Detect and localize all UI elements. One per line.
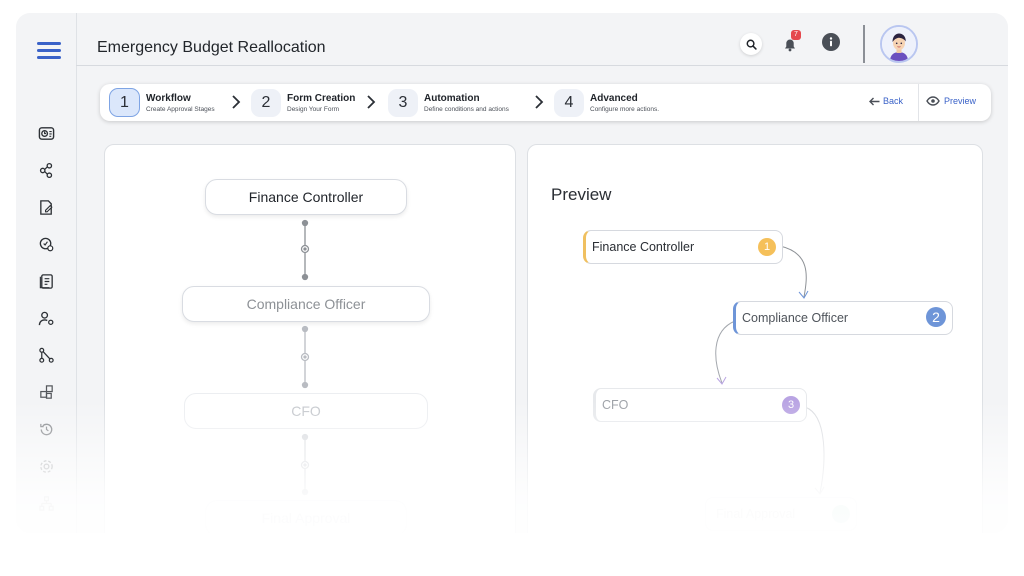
stage-card[interactable]: Final Approval	[205, 500, 407, 533]
bell-icon[interactable]: 7	[779, 30, 801, 55]
info-icon[interactable]	[822, 33, 840, 51]
step-form-creation[interactable]: 2 Form Creation Design Your Form	[251, 84, 355, 121]
step-subtitle: Define conditions and actions	[424, 105, 509, 113]
preview-node-label: Finance Controller	[592, 240, 695, 254]
step-subtitle: Configure more actions.	[590, 105, 660, 113]
step-workflow[interactable]: 1 Workflow Create Approval Stages	[109, 84, 215, 121]
modules-icon[interactable]	[16, 374, 76, 411]
settings-icon[interactable]	[16, 448, 76, 485]
step-title: Form Creation	[287, 92, 356, 104]
org-chart-icon[interactable]	[16, 485, 76, 522]
chevron-right-icon	[535, 95, 544, 109]
header-divider	[863, 25, 865, 63]
arrow-left-icon	[869, 97, 880, 105]
records-icon[interactable]	[16, 263, 76, 300]
step-number: 4	[554, 88, 584, 117]
step-advanced[interactable]: 4 Advanced Configure more actions.	[554, 84, 659, 121]
preview-label: Preview	[944, 96, 977, 106]
preview-connectors	[715, 245, 825, 495]
automation-icon[interactable]	[16, 226, 76, 263]
wizard-stepper: 1 Workflow Create Approval Stages 2 Form…	[100, 84, 991, 121]
page-title: Emergency Budget Reallocation	[97, 39, 326, 56]
step-subtitle: Design Your Form	[287, 105, 340, 113]
step-title: Advanced	[590, 92, 638, 104]
preview-node[interactable]: Compliance Officer 2	[733, 301, 953, 335]
chevron-right-icon	[232, 95, 241, 109]
notification-badge: 7	[791, 30, 801, 40]
back-button[interactable]: Back	[869, 96, 903, 106]
sidebar-nav	[16, 115, 76, 522]
stepper-divider	[918, 84, 919, 121]
stage-card[interactable]: Finance Controller	[205, 179, 407, 215]
top-bar: Emergency Budget Reallocation 7	[76, 13, 1008, 66]
workflow-icon[interactable]	[16, 152, 76, 189]
step-automation[interactable]: 3 Automation Define conditions and actio…	[388, 84, 509, 121]
step-number: 2	[251, 88, 281, 117]
user-settings-icon[interactable]	[16, 300, 76, 337]
dashboard-icon[interactable]	[16, 115, 76, 152]
preview-node-label: CFO	[602, 398, 629, 412]
back-label: Back	[883, 96, 904, 106]
preview-node[interactable]: CFO 3	[593, 388, 807, 422]
preview-node-number: 2	[926, 307, 946, 327]
preview-title: Preview	[551, 185, 612, 204]
chevron-right-icon	[367, 95, 376, 109]
avatar[interactable]	[880, 25, 918, 63]
preview-node-label: Compliance Officer	[742, 311, 849, 325]
hierarchy-icon[interactable]	[16, 337, 76, 374]
menu-icon[interactable]	[37, 42, 61, 60]
preview-node[interactable]: Final Approval	[705, 497, 857, 531]
preview-button[interactable]: Preview	[926, 96, 976, 106]
search-icon[interactable]	[740, 33, 762, 55]
history-icon[interactable]	[16, 411, 76, 448]
eye-icon	[926, 96, 940, 106]
step-title: Workflow	[146, 92, 191, 104]
step-subtitle: Create Approval Stages	[146, 105, 215, 113]
preview-node-number: 3	[782, 396, 800, 414]
sidebar	[16, 13, 77, 533]
step-number: 3	[388, 88, 418, 117]
form-edit-icon[interactable]	[16, 189, 76, 226]
preview-node[interactable]: Finance Controller 1	[583, 230, 783, 264]
preview-node-number: 1	[758, 238, 776, 256]
preview-node-label: Final Approval	[716, 507, 796, 521]
stage-card[interactable]: CFO	[184, 393, 428, 429]
preview-panel: Preview Finance Controller 1 Compliance …	[527, 144, 983, 533]
preview-node-number	[832, 505, 850, 523]
workflow-builder-panel: Finance Controller Compliance Officer CF…	[104, 144, 516, 533]
step-title: Automation	[424, 92, 480, 104]
stage-card[interactable]: Compliance Officer	[182, 286, 430, 322]
step-number: 1	[109, 88, 140, 117]
app-window: Emergency Budget Reallocation 7	[16, 13, 1008, 533]
